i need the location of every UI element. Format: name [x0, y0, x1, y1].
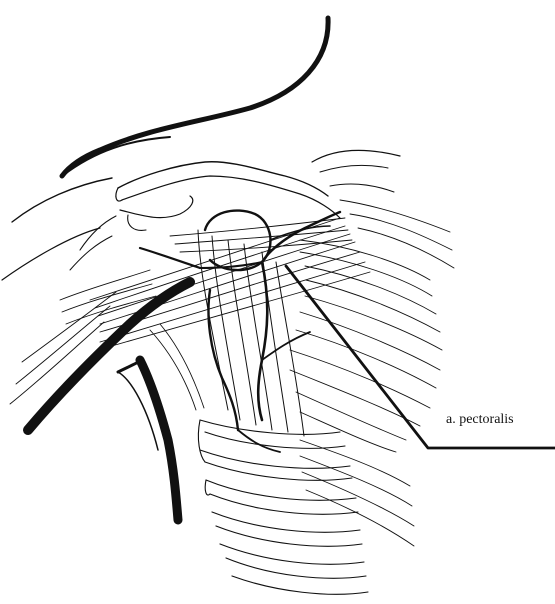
shoulder-contour	[12, 178, 112, 222]
vessel-branch	[140, 248, 200, 268]
artery-main	[258, 262, 267, 420]
muscle-fibers	[90, 218, 370, 350]
ribs	[198, 420, 368, 594]
arm-contour-outer	[28, 282, 190, 430]
pectoral-fibers	[290, 200, 454, 452]
label-leader-line	[286, 266, 555, 448]
pectoral-artery-label: a. pectoralis	[446, 412, 514, 428]
biceps-bundle	[198, 230, 304, 436]
acromion	[120, 196, 193, 218]
arm-contour-inner	[140, 360, 178, 520]
